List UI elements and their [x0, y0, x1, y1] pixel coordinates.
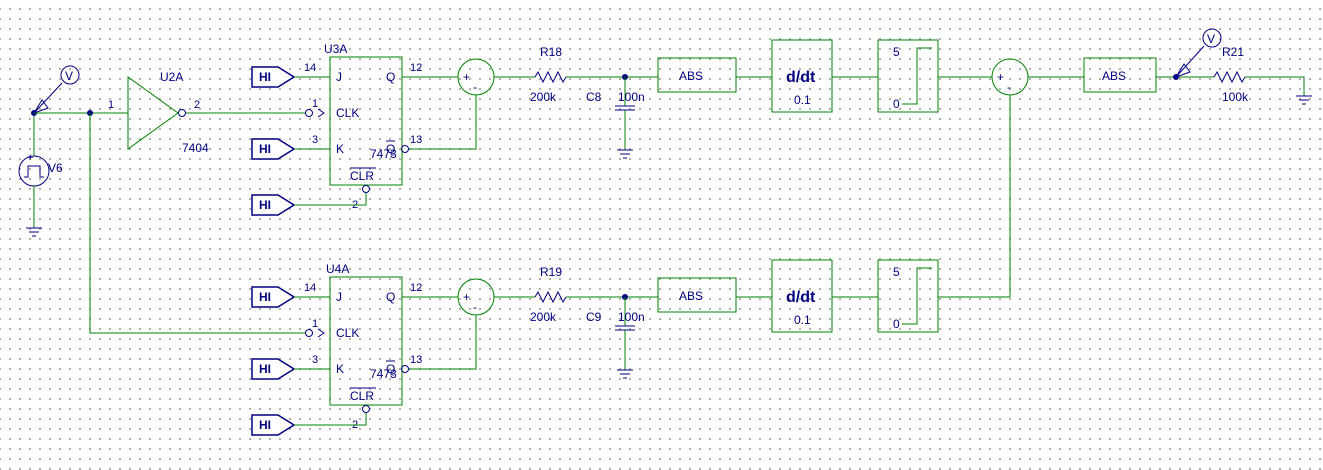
svg-text:ABS: ABS: [679, 289, 703, 303]
svg-text:7473: 7473: [370, 147, 397, 161]
svg-text:100k: 100k: [1222, 90, 1249, 104]
hi-source-j-bottom[interactable]: HI: [251, 286, 296, 308]
svg-text:J: J: [336, 290, 342, 304]
svg-text:0.1: 0.1: [794, 93, 811, 107]
svg-text:+: +: [463, 70, 470, 84]
resistor-r21[interactable]: R21 100k: [1213, 45, 1249, 104]
svg-text:+: +: [997, 70, 1004, 84]
svg-text:3: 3: [312, 354, 318, 366]
svg-text:Q: Q: [386, 142, 395, 156]
svg-text:-: -: [473, 300, 477, 314]
diff-block-top[interactable]: d/dt 0.1: [771, 39, 833, 113]
svg-text:7473: 7473: [370, 367, 397, 381]
svg-text:C8: C8: [586, 90, 602, 104]
svg-text:13: 13: [410, 134, 422, 146]
svg-text:J: J: [336, 70, 342, 84]
svg-text:HI: HI: [259, 362, 271, 376]
svg-text:-: -: [1007, 80, 1011, 94]
summer-top[interactable]: + -: [457, 58, 495, 96]
svg-text:R18: R18: [540, 45, 562, 59]
svg-text:12: 12: [410, 282, 422, 294]
voltage-probe-output-icon[interactable]: V: [1174, 28, 1222, 78]
svg-text:V: V: [1207, 32, 1215, 46]
svg-text:3: 3: [312, 134, 318, 146]
voltage-probe-icon[interactable]: V: [32, 65, 80, 114]
abs-block-top[interactable]: ABS: [657, 57, 737, 93]
svg-text:U4A: U4A: [326, 262, 349, 276]
abs-block-output[interactable]: ABS: [1083, 57, 1157, 93]
svg-text:100n: 100n: [618, 90, 645, 104]
svg-text:ABS: ABS: [679, 69, 703, 83]
svg-text:200k: 200k: [530, 90, 557, 104]
summer-final[interactable]: + -: [991, 58, 1029, 96]
svg-text:K: K: [336, 142, 344, 156]
hi-source-k-top[interactable]: HI: [251, 138, 296, 160]
svg-text:5: 5: [893, 45, 900, 59]
abs-block-bottom[interactable]: ABS: [657, 277, 737, 313]
limiter-block-bottom[interactable]: 5 0: [877, 259, 939, 333]
svg-text:14: 14: [304, 62, 316, 74]
diff-block-bottom[interactable]: d/dt 0.1: [771, 259, 833, 333]
svg-text:C9: C9: [586, 310, 602, 324]
svg-text:HI: HI: [259, 142, 271, 156]
resistor-r19[interactable]: R19 200k: [530, 265, 567, 324]
svg-text:0: 0: [893, 317, 900, 331]
svg-text:1: 1: [312, 318, 318, 330]
inverter-part: 7404: [182, 141, 209, 155]
svg-text:CLR: CLR: [350, 169, 374, 183]
svg-text:-: -: [473, 80, 477, 94]
source-plus: +: [27, 152, 33, 164]
svg-text:R19: R19: [540, 265, 562, 279]
hi-source-k-bottom[interactable]: HI: [251, 358, 296, 380]
svg-text:100n: 100n: [618, 310, 645, 324]
hi-source-clr-bottom[interactable]: HI: [251, 414, 296, 436]
svg-text:0: 0: [893, 97, 900, 111]
resistor-r18[interactable]: R18 200k: [530, 45, 567, 104]
capacitor-c8[interactable]: C8 100n: [586, 77, 645, 159]
svg-text:Q: Q: [386, 70, 395, 84]
inverter-ref: U2A: [160, 70, 183, 84]
hi-source-clr-top[interactable]: HI: [251, 194, 296, 216]
ground-v6: [26, 227, 42, 237]
svg-text:d/dt: d/dt: [786, 69, 816, 86]
summer-bottom[interactable]: + -: [457, 278, 495, 316]
flipflop-u3a[interactable]: U3A J Q CLK K Q CLR 7473 14 12 1 3 13 2: [304, 42, 422, 211]
svg-text:d/dt: d/dt: [786, 289, 816, 306]
svg-text:Q: Q: [386, 290, 395, 304]
svg-text:HI: HI: [259, 418, 271, 432]
svg-text:K: K: [336, 362, 344, 376]
svg-text:CLK: CLK: [336, 326, 359, 340]
source-ref: V6: [48, 161, 63, 175]
inverter-pin-out: 2: [194, 99, 200, 111]
svg-text:1: 1: [312, 98, 318, 110]
limiter-block-top[interactable]: 5 0: [877, 39, 939, 113]
voltage-source-v6[interactable]: + V6: [18, 152, 63, 187]
svg-text:13: 13: [410, 354, 422, 366]
svg-text:HI: HI: [259, 290, 271, 304]
svg-text:CLR: CLR: [350, 389, 374, 403]
ground-output: [1296, 95, 1312, 105]
svg-text:12: 12: [410, 62, 422, 74]
svg-text:HI: HI: [259, 70, 271, 84]
svg-text:R21: R21: [1222, 45, 1244, 59]
inverter-pin-in: 1: [108, 99, 114, 111]
svg-text:5: 5: [893, 265, 900, 279]
svg-text:Q: Q: [386, 362, 395, 376]
capacitor-c9[interactable]: C9 100n: [586, 297, 645, 379]
probe-label: V: [65, 69, 73, 83]
hi-source-j-top[interactable]: HI: [251, 66, 296, 88]
inverter-u2a[interactable]: U2A 2 7404: [127, 70, 209, 155]
svg-text:14: 14: [304, 282, 316, 294]
svg-text:0.1: 0.1: [794, 313, 811, 327]
ff-ref: U3A: [324, 42, 347, 56]
svg-text:ABS: ABS: [1102, 69, 1126, 83]
svg-text:CLK: CLK: [336, 106, 359, 120]
flipflop-u4a[interactable]: U4A J Q CLK K Q CLR 7473 14 12 1 3 13 2: [304, 262, 422, 431]
svg-text:200k: 200k: [530, 310, 557, 324]
svg-text:+: +: [463, 290, 470, 304]
svg-text:HI: HI: [259, 198, 271, 212]
